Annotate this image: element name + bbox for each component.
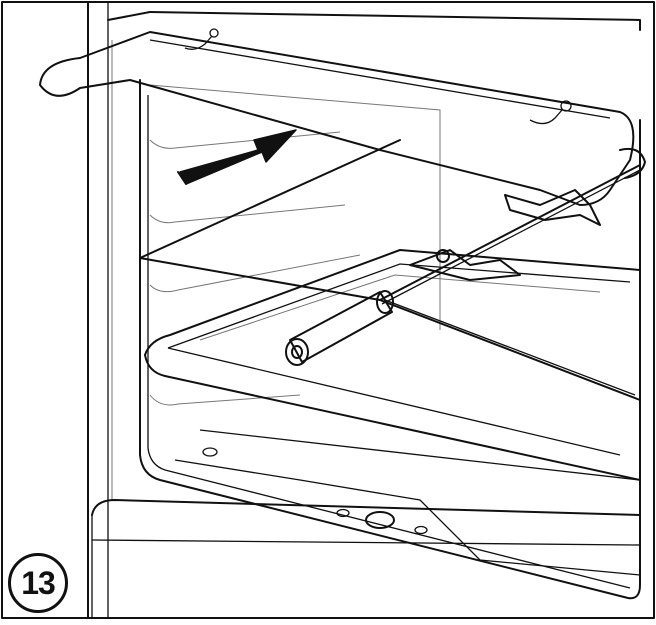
spit-support-frame-icon — [139, 139, 641, 401]
spit-rod-icon — [379, 147, 646, 305]
oven-cabinet — [87, 1, 641, 619]
step-number-badge: 13 — [8, 553, 68, 613]
floor-hole — [202, 447, 218, 457]
door-lock-hole — [365, 511, 395, 529]
door-screw-hole-right — [414, 525, 428, 535]
spit-fork-icon — [409, 189, 601, 281]
spit-cover-plate — [39, 28, 635, 206]
push-direction-arrow-icon — [177, 129, 297, 185]
door-screw-hole-left — [336, 508, 350, 518]
oven-tray-icon — [144, 249, 641, 481]
oven-cavity — [139, 79, 641, 600]
spit-handle-icon — [285, 290, 394, 366]
oven-door-frame — [91, 429, 641, 618]
